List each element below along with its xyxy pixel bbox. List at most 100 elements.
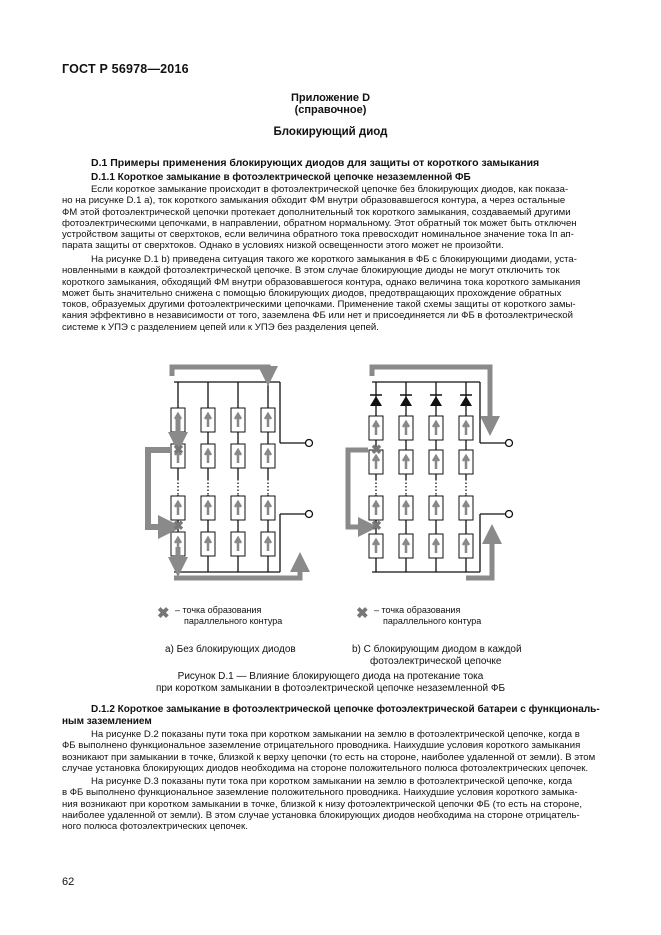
section-d11-paragraph-1: Если короткое замыкание происходит в фот… (62, 184, 602, 252)
current-direction-arrow (431, 499, 441, 515)
current-direction-arrow (371, 419, 381, 435)
text-line: фотоэлектрическими цепочками, в направле… (62, 217, 577, 229)
output-terminal-positive (504, 438, 514, 448)
appendix-title: Блокирующий диод (273, 126, 388, 138)
legend-line: – точка образования (374, 605, 461, 615)
current-direction-arrow (371, 499, 381, 515)
text-line: токов, образуемых другими фотоэлектричес… (62, 299, 576, 311)
output-terminal-negative (504, 509, 514, 519)
output-terminal-positive (304, 438, 314, 448)
fault-point-icon: ✖ (173, 442, 184, 457)
current-direction-arrow (461, 453, 471, 469)
text-line: ного полюса фотоэлектрических цепочек. (62, 821, 248, 833)
current-direction-arrow (203, 499, 213, 515)
current-direction-arrow (461, 537, 471, 553)
blocking-diode-icon (460, 394, 472, 406)
text-line: системе к УПЭ с разделением цепей или к … (62, 321, 379, 333)
legend-line: параллельного контура (383, 615, 482, 626)
legend-line: – точка образования (175, 605, 262, 615)
blocking-diode-icon (430, 394, 442, 406)
caption-line: фотоэлектрической цепочке (370, 656, 502, 667)
section-d12-paragraph-1: На рисунке D.2 показаны пути тока при ко… (62, 729, 602, 774)
blocking-diode-icon (370, 394, 382, 406)
figure-d1-diagram: ✖ ✖ ✖ ✖ (145, 364, 514, 581)
current-direction-arrow (233, 499, 243, 515)
current-direction-arrow (263, 535, 273, 551)
diagram-a-no-blocking-diodes: ✖ ✖ (145, 364, 314, 581)
current-direction-arrow (233, 411, 243, 427)
fault-point-icon: ✖ (371, 442, 382, 457)
section-d12-paragraph-2: На рисунке D.3 показаны пути тока при ко… (62, 776, 602, 832)
current-direction-arrow (431, 537, 441, 553)
text-line: новленными в каждой фотоэлектрической це… (62, 265, 560, 277)
heading-line: ным заземлением (62, 715, 152, 727)
legend-line: параллельного контура (184, 615, 283, 626)
current-direction-arrow (233, 535, 243, 551)
blocking-diode-icon (400, 394, 412, 406)
text-line: но на рисунке D.1 а), ток короткого замы… (62, 195, 566, 207)
fault-point-legend-icon: ✖ (356, 605, 369, 622)
appendix-label: Приложение D (290, 92, 371, 104)
appendix-type: (справочное) (294, 104, 367, 116)
text-line: На рисунке D.3 показаны пути тока при ко… (91, 776, 573, 787)
section-d12-heading: D.1.2 Короткое замыкание в фотоэлектриче… (62, 704, 602, 727)
section-d11-heading: D.1.1 Короткое замыкание в фотоэлектриче… (91, 172, 471, 183)
text-line: в ФБ выполнено функциональное заземление… (62, 787, 578, 799)
current-direction-arrow (431, 419, 441, 435)
text-line: кания эффективно в независимости от того… (62, 310, 573, 322)
text-line: ФМ этой фотоэлектрической цепочки протек… (62, 206, 571, 218)
text-line: На рисунке D.1 b) приведена ситуация так… (91, 254, 577, 265)
current-direction-arrow (263, 499, 273, 515)
fault-point-icon: ✖ (371, 518, 382, 533)
legend-a-text: – точка образования параллельного контур… (175, 605, 282, 626)
return-current-path (174, 552, 310, 581)
subfigure-a-caption: a) Без блокирующих диодов (165, 644, 296, 655)
current-direction-arrow (431, 453, 441, 469)
current-direction-arrow (461, 419, 471, 435)
current-direction-arrow (173, 499, 183, 515)
fault-point-icon: ✖ (173, 518, 184, 533)
current-direction-arrow (401, 419, 411, 435)
return-current-path (466, 524, 502, 581)
current-direction-arrow (203, 411, 213, 427)
text-line: устройством защиты от сверхтоков, если в… (62, 229, 574, 241)
current-direction-arrow (401, 453, 411, 469)
current-direction-arrow (371, 453, 381, 469)
diagram-b-with-blocking-diodes: ✖ ✖ (345, 364, 514, 581)
output-terminal-negative (304, 509, 314, 519)
caption-line: b) С блокирующим диодом в каждой (352, 644, 522, 655)
legend-b-text: – точка образования параллельного контур… (374, 605, 481, 626)
text-line: наиболее удаленной от земли). В этом слу… (62, 809, 580, 821)
subfigure-b-caption: b) С блокирующим диодом в каждой фотоэле… (352, 644, 522, 668)
text-line: ФБ выполнено функциональное заземление о… (62, 740, 581, 752)
current-direction-arrow (461, 499, 471, 515)
text-line: Если короткое замыкание происходит в фот… (91, 184, 569, 195)
current-path (369, 364, 500, 436)
text-line: На рисунке D.2 показаны пути тока при ко… (91, 729, 580, 740)
text-line: парата защиты от сверхтоков. Однако в ус… (62, 240, 504, 252)
current-direction-arrow (233, 447, 243, 463)
text-line: ния возникают при коротком замыкании в т… (62, 798, 583, 810)
current-direction-arrow (263, 411, 273, 427)
page-number: 62 (62, 876, 75, 888)
short-circuit-loop-path (145, 447, 182, 539)
current-direction-arrow (401, 537, 411, 553)
pv-modules (170, 407, 276, 557)
pv-modules (368, 415, 474, 559)
text-line: может быть значительно снижена с помощью… (62, 287, 562, 299)
current-direction-arrow (203, 535, 213, 551)
section-d11-paragraph-2: На рисунке D.1 b) приведена ситуация так… (62, 254, 602, 333)
text-line: короткого замыкания, обходящий ФМ внутри… (62, 276, 581, 288)
current-direction-arrow (203, 447, 213, 463)
current-direction-arrow (401, 499, 411, 515)
section-d1-heading: D.1 Примеры применения блокирующих диодо… (91, 157, 540, 169)
document-standard-header: ГОСТ Р 56978—2016 (62, 62, 189, 76)
text-line: случае установка блокирующих диодов необ… (62, 762, 589, 774)
heading-line: D.1.2 Короткое замыкание в фотоэлектриче… (91, 704, 600, 715)
short-circuit-loop-path (345, 447, 378, 537)
fault-point-legend-icon: ✖ (157, 605, 170, 622)
reverse-current-path (169, 364, 278, 386)
caption-line: Рисунок D.1 — Влияние блокирующего диода… (177, 671, 484, 682)
current-direction-arrow (371, 537, 381, 553)
text-line: возникают при замыкании в точке, близкой… (62, 751, 596, 763)
